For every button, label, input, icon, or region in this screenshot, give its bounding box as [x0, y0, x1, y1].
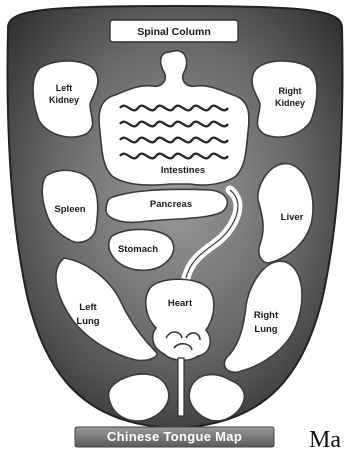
- left-lung-label-line1: Left: [79, 302, 97, 313]
- midline-channel: [178, 358, 184, 416]
- spleen-label: Spleen: [54, 204, 85, 215]
- intestines-label: Intestines: [161, 165, 205, 176]
- stomach-label: Stomach: [118, 244, 158, 255]
- right-lung-label-line2: Lung: [254, 324, 277, 335]
- caption-text: Chinese Tongue Map: [75, 427, 274, 447]
- right-kidney-label-line1: Right: [279, 86, 302, 96]
- pancreas-label: Pancreas: [150, 199, 192, 210]
- left-kidney-label-line1: Left: [56, 83, 73, 93]
- left-kidney-label-line2: Kidney: [49, 95, 79, 105]
- left-lung-label-line2: Lung: [76, 316, 99, 327]
- right-kidney-label-line2: Kidney: [275, 98, 305, 108]
- right-lung-label-line1: Right: [254, 310, 279, 321]
- liver-label: Liver: [281, 212, 304, 223]
- side-text-fragment: Ma: [309, 428, 341, 452]
- heart-organ: [146, 279, 214, 360]
- heart-label: Heart: [168, 298, 193, 309]
- spinal-column-label: Spinal Column: [137, 26, 211, 38]
